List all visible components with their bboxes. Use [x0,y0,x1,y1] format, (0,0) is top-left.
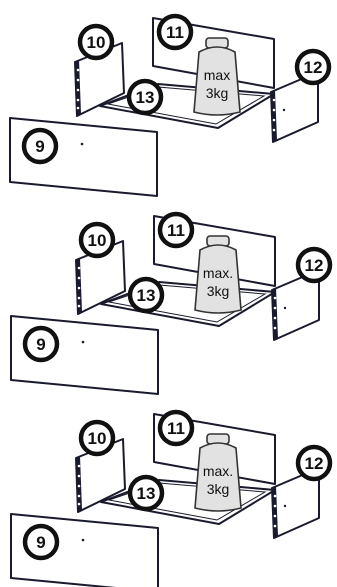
callout-number: 9 [35,137,44,156]
dowel-hole [274,307,277,310]
weight-label-max: max [204,67,230,83]
callout-number: 13 [137,286,156,305]
dowel-hole [78,475,81,478]
dowel-hole [77,79,80,82]
dowel-hole [273,119,276,122]
callout-number: 12 [304,58,323,77]
callout-front: 9 [25,526,57,558]
dowel-hole [78,267,81,270]
dowel-hole [274,505,277,508]
dowel-hole [77,99,80,102]
dowel-hole [273,129,276,132]
callout-side-left: 10 [81,224,113,256]
dowel-hole [273,99,276,102]
dowel-hole [274,317,277,320]
callout-number: 11 [167,221,185,240]
weight-label-max: max. [203,463,233,479]
callout-number: 12 [305,256,324,275]
callout-side-right: 12 [298,447,330,479]
callout-bottom: 13 [130,279,162,311]
callout-number: 10 [88,429,107,448]
dowel-hole [273,109,276,112]
bottom-panel [101,480,275,524]
dowel-hole [78,287,81,290]
dowel-hole [274,495,277,498]
callout-side-left: 10 [80,26,112,58]
dowel-hole [274,297,277,300]
callout-back: 11 [160,412,192,444]
dowel-hole [274,515,277,518]
callout-number: 12 [305,454,324,473]
handle-dot [283,109,285,111]
callout-number: 9 [36,533,45,552]
handle-dot [82,341,85,344]
dowel-hole [274,327,277,330]
dowel-hole [78,465,81,468]
dowel-hole [78,277,81,280]
assembly-step-2: max. 3kg 10 11 12 13 9 [11,214,330,394]
callout-number: 10 [88,231,107,250]
handle-dot [284,505,286,507]
callout-bottom: 13 [130,477,162,509]
handle-dot [284,307,286,309]
dowel-hole [78,297,81,300]
callout-number: 11 [167,419,185,438]
dowel-hole [78,485,81,488]
callout-bottom: 13 [129,81,161,113]
callout-back: 11 [160,214,192,246]
dowel-hole [78,495,81,498]
weight-label-value: 3kg [206,85,229,101]
dowel-hole [78,503,81,506]
callout-number: 13 [136,88,155,107]
callout-side-left: 10 [81,422,113,454]
callout-number: 13 [137,484,156,503]
callout-number: 10 [87,33,106,52]
dowel-hole [274,525,277,528]
callout-side-right: 12 [298,249,330,281]
weight-label-max: max. [203,265,233,281]
callout-number: 9 [36,335,45,354]
callout-number: 11 [166,23,184,42]
handle-dot [81,143,84,146]
bottom-panel [100,84,274,128]
dowel-hole [77,89,80,92]
weight-label-value: 3kg [207,481,230,497]
callout-side-right: 12 [297,51,329,83]
dowel-hole [77,69,80,72]
bottom-panel [101,282,275,326]
callout-back: 11 [159,16,191,48]
assembly-step-1: max 3kg 10 11 12 13 9 [10,16,329,196]
handle-dot [82,539,85,542]
dowel-hole [77,107,80,110]
dowel-hole [78,305,81,308]
callout-front: 9 [25,328,57,360]
weight-label-value: 3kg [207,283,230,299]
assembly-step-3: max. 3kg 10 11 12 13 9 [11,412,330,587]
callout-front: 9 [24,130,56,162]
